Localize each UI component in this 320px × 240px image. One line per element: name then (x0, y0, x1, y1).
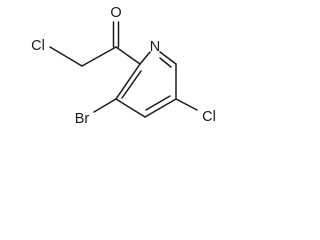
bond-ring-c3-c2-inner (121, 70, 142, 99)
bond-c3-bromine (93, 98, 117, 113)
atom-chlorine-acyl: Cl (31, 38, 45, 54)
atom-bromine: Br (75, 111, 90, 127)
bond-ring-c3-c2 (115, 63, 141, 100)
structure-diagram: O N Cl Br Cl (31, 5, 216, 127)
bond-ring-c5-c4-inner (145, 95, 171, 111)
bond-carbonyl-methylene (81, 46, 117, 67)
atom-nitrogen: N (150, 39, 160, 55)
bond-c5-chlorine (175, 98, 198, 111)
bond-ring-c5-c4 (144, 98, 177, 118)
bond-methylene-chlorine (49, 46, 83, 67)
bond-ring-n-c6 (159, 51, 177, 65)
atom-chlorine-ring: Cl (202, 109, 216, 125)
atom-oxygen: O (110, 5, 121, 21)
bond-ring-n-c6-inner (159, 57, 172, 68)
bond-ring-c4-c3 (115, 98, 146, 118)
bond-carbonyl-ring (115, 46, 141, 65)
bond-ring-c2-n (139, 51, 151, 65)
